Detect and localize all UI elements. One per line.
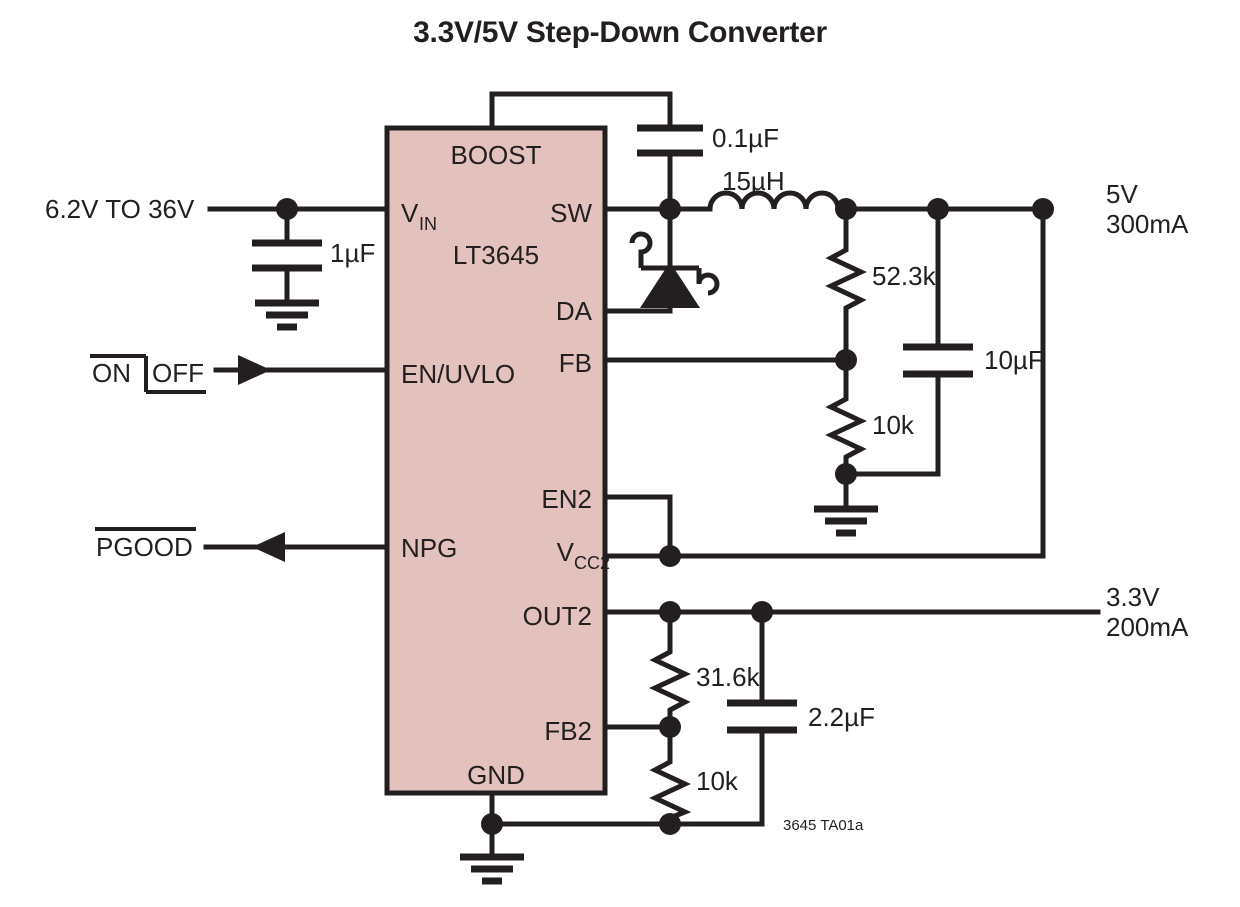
resistor-rfb-top (825, 243, 867, 316)
pin-label-gnd: GND (467, 760, 525, 790)
pin-label-sw: SW (550, 198, 592, 228)
output-label-3v3-current: 200mA (1106, 612, 1189, 642)
page-title: 3.3V/5V Step-Down Converter (413, 16, 827, 49)
pin-label-vin-subscript: IN (419, 214, 437, 234)
pin-label-vcc2-subscript: CC2 (574, 553, 610, 573)
ic-part-number: LT3645 (453, 240, 539, 270)
figure-caption: 3645 TA01a (783, 817, 864, 834)
pin-label-en-uvlo: EN/UVLO (401, 359, 515, 389)
component-label-cin: 1µF (330, 238, 375, 268)
inductor-l1 (707, 190, 841, 210)
output-label-5v-current: 300mA (1106, 209, 1189, 239)
input-label-pgood: PGOOD (96, 532, 193, 562)
component-label-rfb-top: 52.3k (872, 261, 937, 291)
wire-cout1-to-ground (843, 374, 941, 477)
signal-direction-arrow-enable (238, 355, 271, 385)
component-label-cout1: 10µF (984, 345, 1044, 375)
wire-gnd-pin-to-rail (489, 790, 673, 827)
diode-anode-triangle (640, 262, 700, 308)
wire-cout2-to-ground (667, 730, 765, 827)
pin-label-boost: BOOST (450, 140, 541, 170)
wire-5v-rail-to-vcc2 (667, 206, 1046, 559)
resistor-rfb-bot (825, 392, 867, 465)
diode-schottky-curl-right (696, 268, 720, 296)
input-label-enable-off: OFF (152, 358, 204, 388)
input-label-enable-on: ON (92, 358, 131, 388)
wire-boost-top (489, 91, 673, 131)
ic-body (384, 125, 608, 796)
component-label-cboost: 0.1µF (712, 123, 779, 153)
signal-direction-arrow-pgood (252, 532, 285, 562)
pin-label-vcc2: V (557, 537, 575, 567)
pin-label-npg: NPG (401, 533, 457, 563)
component-label-l1: 15µH (722, 166, 785, 196)
wire-diode-anode-to-da (602, 305, 673, 314)
junction-gnd-divider2 (659, 813, 681, 835)
component-label-rfb2-top: 31.6k (696, 662, 761, 692)
component-label-rfb2-bot: 10k (696, 766, 739, 796)
pin-label-en2: EN2 (541, 484, 592, 514)
component-label-cout2: 2.2µF (808, 702, 875, 732)
pin-label-vin: V (401, 198, 419, 228)
output-label-5v-voltage: 5V (1106, 179, 1138, 209)
output-label-3v3-voltage: 3.3V (1106, 582, 1160, 612)
component-label-rfb-bot: 10k (872, 410, 915, 440)
pin-label-fb: FB (559, 348, 592, 378)
pin-label-fb2: FB2 (544, 716, 592, 746)
diode-schottky-curl-left (629, 231, 653, 268)
junction-vcc2 (659, 545, 681, 567)
wire-en2-to-vcc2 (602, 494, 673, 559)
resistor-rfb2-top (649, 645, 691, 717)
input-label-supply-range: 6.2V TO 36V (45, 194, 195, 224)
pin-label-da: DA (556, 296, 593, 326)
pin-label-out2: OUT2 (523, 601, 592, 631)
